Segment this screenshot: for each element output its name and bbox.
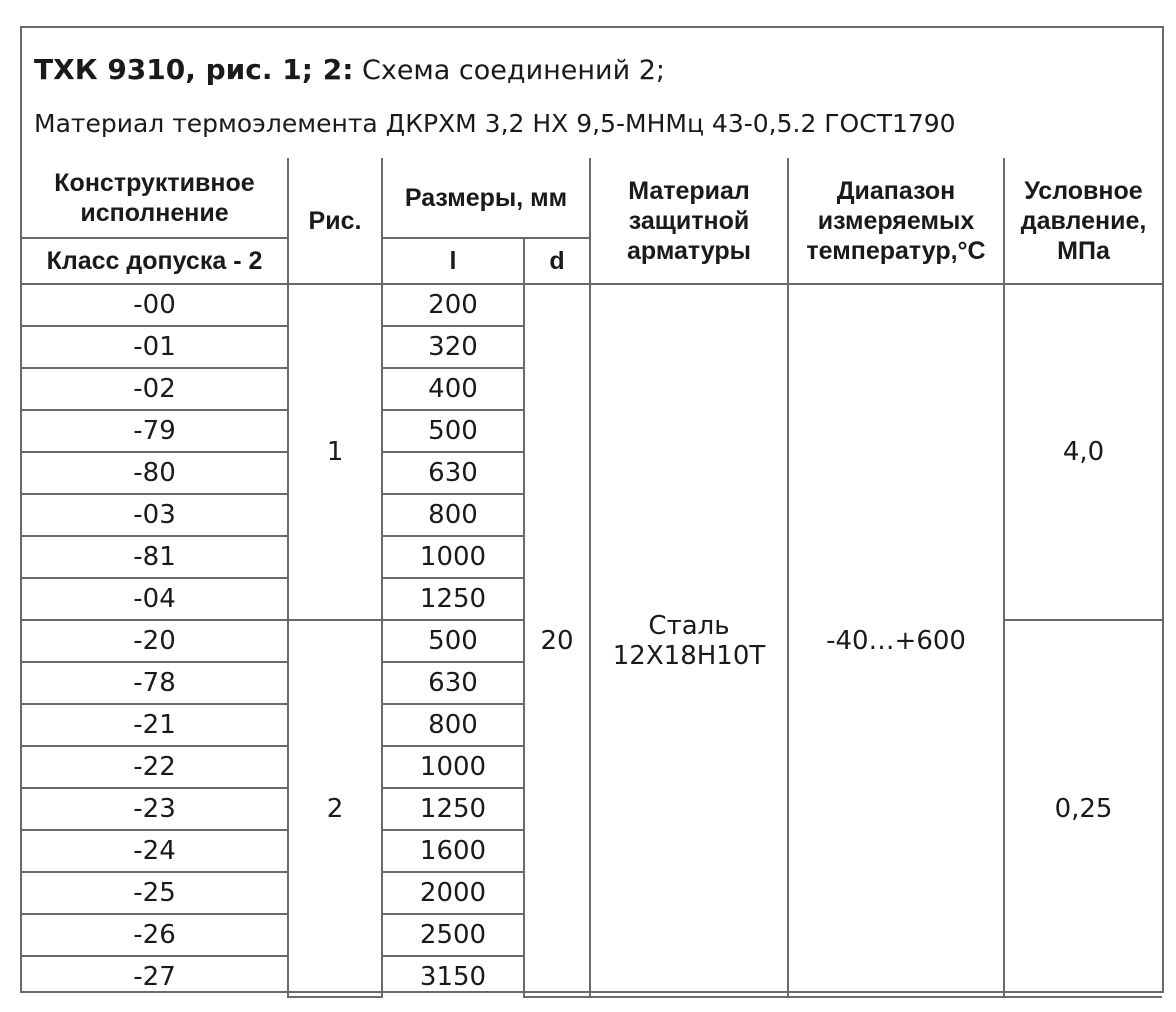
header-range: Диапазон измеряемых температур,°С (787, 158, 1006, 285)
length-cell: 1250 (381, 577, 525, 621)
length-cell: 630 (381, 451, 525, 495)
table-row: -81 1000 (22, 535, 1162, 579)
variant-cell: -81 (22, 535, 289, 579)
pressure-cell: 0,25 (1003, 619, 1163, 998)
header-dimensions: Размеры, мм (380, 158, 592, 239)
length-cell: 200 (381, 283, 525, 327)
variant-cell: -22 (22, 745, 289, 789)
fig-cell: 1 (287, 283, 383, 621)
table-row: -01 320 (22, 325, 1162, 369)
variant-cell: -20 (22, 619, 289, 663)
length-cell: 320 (381, 325, 525, 369)
fig-cell: 2 (287, 619, 383, 998)
header-construction: Конструктивное исполнение (22, 158, 289, 239)
variant-cell: -03 (22, 493, 289, 537)
table-row: -78 630 (22, 661, 1162, 705)
pressure-cell: 4,0 (1003, 283, 1163, 621)
table-row: -27 3150 (22, 955, 1162, 997)
table-row: -21 800 (22, 703, 1162, 747)
header-tolerance-class: Класс допуска - 2 (22, 237, 289, 285)
header-l: l (381, 237, 525, 285)
variant-cell: -23 (22, 787, 289, 831)
table-row: -22 1000 (22, 745, 1162, 789)
length-cell: 500 (381, 409, 525, 453)
table-row: -26 2500 (22, 913, 1162, 957)
variant-cell: -21 (22, 703, 289, 747)
table-row: -04 1250 (22, 577, 1162, 621)
table-row: -03 800 (22, 493, 1162, 537)
range-cell: -40…+600 (787, 283, 1006, 998)
variant-cell: -25 (22, 871, 289, 915)
header-d: d (522, 237, 592, 285)
variant-cell: -01 (22, 325, 289, 369)
variant-cell: -24 (22, 829, 289, 873)
spec-table: Конструктивное исполнение Рис. Размеры, … (22, 158, 1163, 998)
model-title: ТХК 9310, рис. 1; 2: (34, 53, 354, 86)
variant-cell: -04 (22, 577, 289, 621)
table-row: -80 630 (22, 451, 1162, 495)
spec-sheet: ТХК 9310, рис. 1; 2: Схема соединений 2;… (20, 26, 1164, 998)
table-row: -24 1600 (22, 829, 1162, 873)
title-block: ТХК 9310, рис. 1; 2: Схема соединений 2;… (22, 28, 1162, 158)
table-row: -79 500 (22, 409, 1162, 453)
header-material: Материал защитной арматуры (589, 158, 790, 285)
length-cell: 1000 (381, 745, 525, 789)
material-grade: 12Х18Н10Т (612, 640, 766, 671)
length-cell: 500 (381, 619, 525, 663)
material-name: Сталь (648, 610, 730, 641)
length-cell: 3150 (381, 955, 525, 997)
connection-scheme: Схема соединений 2; (361, 55, 665, 86)
table-row: -02 400 (22, 367, 1162, 411)
variant-cell: -79 (22, 409, 289, 453)
title-line: ТХК 9310, рис. 1; 2: Схема соединений 2; (34, 54, 665, 87)
length-cell: 2000 (381, 871, 525, 915)
table-row: -23 1250 (22, 787, 1162, 831)
variant-cell: -26 (22, 913, 289, 957)
header-pressure: Условное давление, МПа (1003, 158, 1163, 285)
length-cell: 630 (381, 661, 525, 705)
length-cell: 2500 (381, 913, 525, 957)
variant-cell: -00 (22, 283, 289, 327)
thermoelement-material: Материал термоэлемента ДКРХМ 3,2 НХ 9,5-… (34, 109, 956, 138)
table-row: -25 2000 (22, 871, 1162, 915)
length-cell: 1600 (381, 829, 525, 873)
variant-cell: -78 (22, 661, 289, 705)
diameter-cell: 20 (522, 283, 592, 998)
variant-cell: -27 (22, 955, 289, 997)
header-fig: Рис. (287, 158, 383, 285)
length-cell: 800 (381, 493, 525, 537)
length-cell: 1000 (381, 535, 525, 579)
length-cell: 400 (381, 367, 525, 411)
length-cell: 800 (381, 703, 525, 747)
variant-cell: -80 (22, 451, 289, 495)
length-cell: 1250 (381, 787, 525, 831)
variant-cell: -02 (22, 367, 289, 411)
